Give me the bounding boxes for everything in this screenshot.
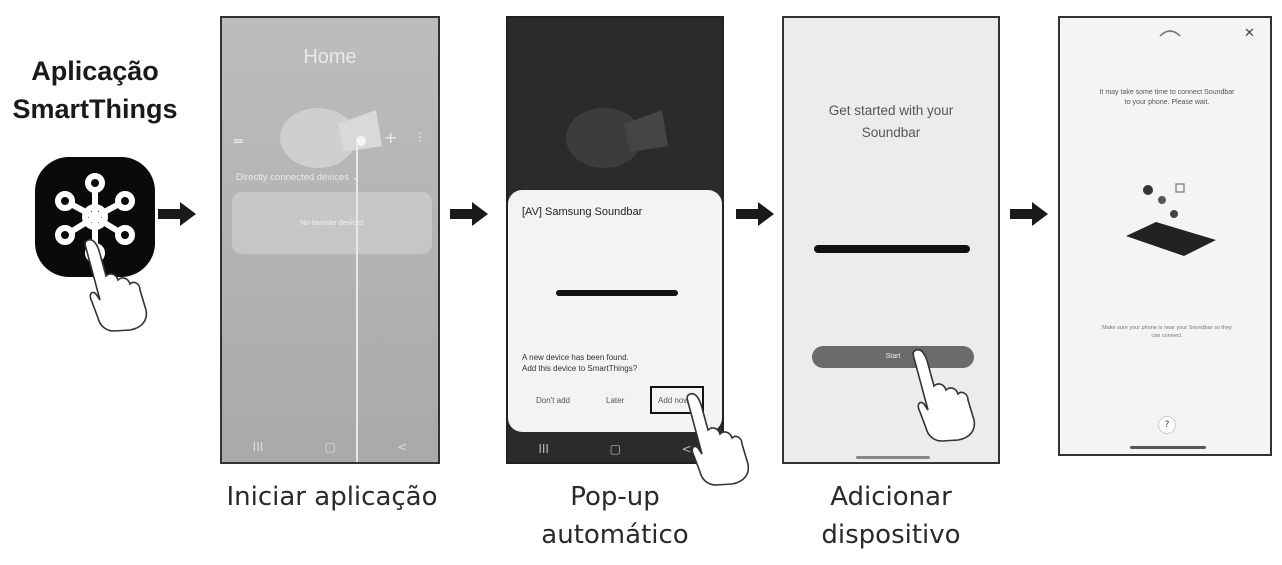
arrow-right-icon bbox=[736, 202, 774, 226]
caption-start-app: Iniciar aplicação bbox=[226, 482, 438, 512]
start-button[interactable]: Start bbox=[812, 346, 974, 368]
navigation-bar: III ▢ < bbox=[508, 442, 722, 456]
proximity-hint: Make sure your phone is near your Soundb… bbox=[1086, 324, 1248, 340]
proximity-hint-line1: Make sure your phone is near your Soundb… bbox=[1102, 325, 1232, 331]
home-indicator bbox=[856, 456, 930, 459]
dont-add-button[interactable]: Don't add bbox=[536, 396, 570, 405]
arrow-right-icon bbox=[158, 202, 196, 226]
caption-add-device-line2: dispositivo bbox=[821, 520, 961, 550]
soundbar-image bbox=[556, 290, 678, 296]
caption-auto-popup: Pop-up automático bbox=[520, 478, 710, 554]
later-button[interactable]: Later bbox=[606, 396, 625, 405]
add-icon[interactable]: + bbox=[384, 128, 398, 147]
dialog-message-line1: A new device has been found. bbox=[522, 353, 629, 362]
favorites-card: No favorite devices bbox=[232, 192, 432, 254]
smartthings-logo-icon bbox=[55, 173, 135, 263]
dialog-message-line2: Add this device to SmartThings? bbox=[522, 364, 638, 373]
back-button[interactable]: < bbox=[397, 440, 408, 454]
caption-add-device: Adicionar dispositivo bbox=[794, 478, 988, 554]
app-title-line2: SmartThings bbox=[12, 94, 178, 124]
new-device-dialog: [AV] Samsung Soundbar A new device has b… bbox=[508, 190, 722, 432]
more-options-icon[interactable]: ⋮ bbox=[414, 130, 426, 144]
screen-get-started: Get started with your Soundbar Start bbox=[782, 16, 1000, 464]
tapping-hand-icon bbox=[84, 238, 148, 332]
screen-popup: [AV] Samsung Soundbar A new device has b… bbox=[506, 16, 724, 464]
navigation-bar: III ▢ < bbox=[222, 440, 438, 454]
add-now-highlight bbox=[650, 386, 704, 414]
connecting-message-line2: to your phone. Please wait. bbox=[1124, 99, 1210, 106]
location-icon[interactable] bbox=[356, 136, 366, 146]
recent-apps-button[interactable]: III bbox=[538, 442, 549, 456]
app-title-line1: Aplicação bbox=[31, 56, 159, 86]
menu-icon[interactable]: ═ bbox=[234, 134, 243, 150]
app-title: Aplicação SmartThings bbox=[0, 52, 190, 128]
proximity-hint-line2: can connect. bbox=[1151, 333, 1183, 339]
screen-home: Home ═ + ⋮ Directly connected devices ⌄ … bbox=[220, 16, 440, 464]
tapping-hand-icon bbox=[686, 392, 750, 486]
caption-auto-popup-line2: automático bbox=[541, 520, 689, 550]
tapping-hand-icon bbox=[912, 348, 976, 442]
screen-connecting: ✕ It may take some time to connect Sound… bbox=[1058, 16, 1272, 456]
lamp-illustration bbox=[280, 108, 382, 168]
connecting-message-line1: It may take some time to connect Soundba… bbox=[1099, 89, 1235, 96]
arrow-right-icon bbox=[450, 202, 488, 226]
caption-auto-popup-line1: Pop-up bbox=[570, 482, 660, 512]
home-indicator bbox=[1130, 446, 1206, 449]
favorites-empty-text: No favorite devices bbox=[300, 218, 364, 227]
dialog-message: A new device has been found. Add this de… bbox=[522, 352, 637, 374]
back-button[interactable]: < bbox=[681, 442, 692, 456]
close-icon[interactable]: ✕ bbox=[1244, 26, 1255, 41]
home-button[interactable]: ▢ bbox=[609, 442, 621, 456]
recent-apps-button[interactable]: III bbox=[252, 440, 264, 454]
smartthings-small-icon bbox=[1159, 30, 1181, 37]
get-started-heading: Get started with your Soundbar bbox=[784, 100, 998, 144]
caption-add-device-line1: Adicionar bbox=[830, 482, 952, 512]
lamp-illustration bbox=[566, 108, 668, 168]
devices-heading[interactable]: Directly connected devices ⌄ bbox=[236, 172, 360, 183]
add-now-button[interactable]: Add now bbox=[658, 396, 690, 405]
arrow-right-icon bbox=[1010, 202, 1048, 226]
get-started-line2: Soundbar bbox=[861, 125, 921, 140]
home-title: Home bbox=[303, 46, 357, 68]
dialog-title: [AV] Samsung Soundbar bbox=[522, 206, 643, 218]
get-started-line1: Get started with your bbox=[828, 103, 954, 118]
touch-line bbox=[356, 142, 358, 462]
soundbar-image bbox=[814, 245, 970, 253]
home-button[interactable]: ▢ bbox=[324, 440, 336, 454]
phone-connecting-illustration bbox=[1126, 183, 1216, 256]
help-icon[interactable]: ? bbox=[1158, 416, 1176, 434]
connecting-message: It may take some time to connect Soundba… bbox=[1072, 88, 1262, 108]
